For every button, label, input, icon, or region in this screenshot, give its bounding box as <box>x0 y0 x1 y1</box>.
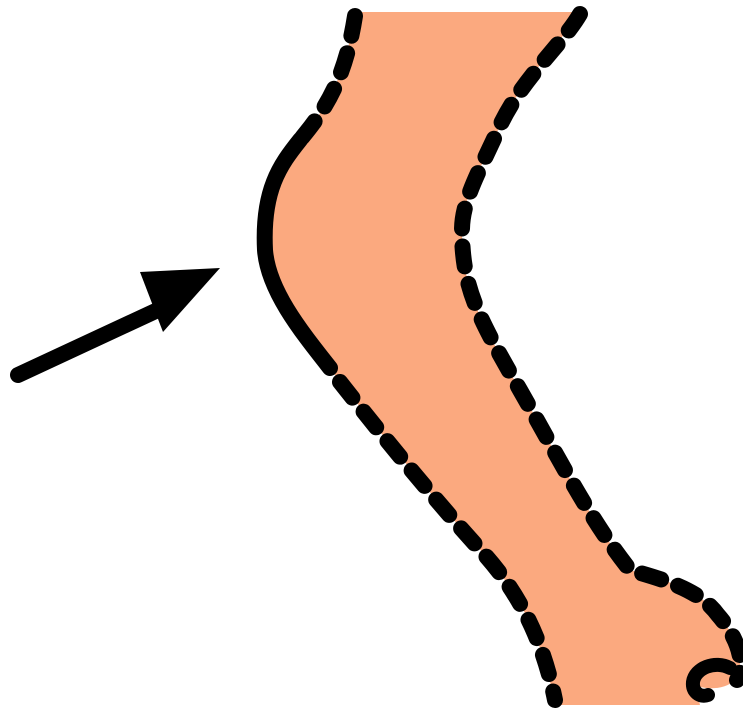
arrow-icon <box>18 268 220 375</box>
